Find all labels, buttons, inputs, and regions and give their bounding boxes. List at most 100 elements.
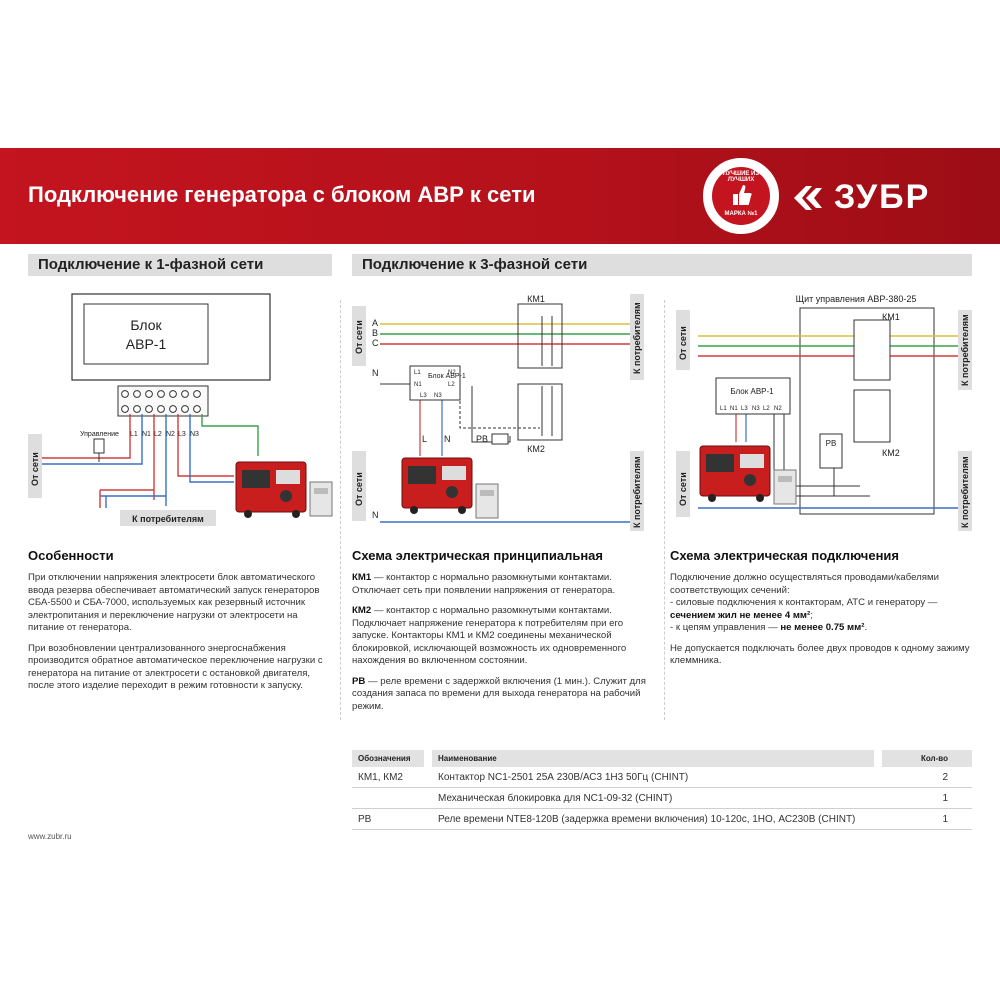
km2-label: КМ2 — [527, 444, 545, 454]
gen-l-label: L — [422, 434, 427, 444]
cell-name: Контактор NC1-2501 25А 230В/АС3 1Н3 50Гц… — [432, 767, 874, 788]
connection-line-1: - силовые подключения к контакторам, АТС… — [670, 597, 970, 622]
connection-title: Схема электрическая подключения — [670, 548, 899, 563]
page-title: Подключение генератора с блоком АВР к се… — [28, 182, 536, 207]
header-banner: Подключение генератора с блоком АВР к се… — [0, 148, 1000, 244]
avr-term-l3: L3 — [420, 393, 427, 399]
consumers-label-bottom: К потребителям — [960, 456, 970, 528]
consumers-tab-top — [630, 294, 644, 380]
grid-label: От сети — [30, 452, 40, 486]
connection-intro: Подключение должно осуществляться провод… — [670, 572, 939, 596]
quality-badge: ЛУЧШИЕ ИЗ ЛУЧШИХ МАРКА №1 — [703, 158, 779, 234]
col-gap — [874, 750, 882, 767]
connection-wires — [698, 335, 958, 509]
consumers-tab — [120, 510, 216, 526]
pb-description: РВ — реле времени с задержкой включения … — [352, 676, 652, 714]
col-quantity: Кол-во — [882, 750, 972, 767]
line-2-emphasis: не менее 0.75 мм² — [780, 622, 865, 633]
panel-frame — [799, 307, 935, 515]
consumers-label: К потребителям — [132, 514, 204, 524]
cell-gap — [424, 787, 432, 809]
generator-icon — [235, 461, 307, 518]
grid-tab-bottom — [352, 451, 366, 521]
avr-term-n2: N2 — [448, 370, 456, 376]
terminal-label-l2: L2 — [154, 431, 162, 438]
col-gap — [424, 750, 432, 767]
cell-name: Механическая блокировка для NC1-09-32 (C… — [432, 787, 874, 809]
principle-wires — [380, 316, 630, 523]
km2-term: КМ2 — [352, 605, 372, 616]
km1-box — [517, 303, 563, 369]
features-paragraph-1: При отключении напряжения электросети бл… — [28, 572, 320, 633]
avr-block-label: Блок АВР-1 — [730, 387, 774, 396]
km1-description: КМ1 — контактор с нормально разомкнутыми… — [352, 572, 652, 597]
avr-term-n3: N3 — [434, 393, 442, 399]
components-table: Обозначения Наименование Кол-во КМ1, КМ2… — [352, 750, 972, 830]
avr-box-icon — [475, 483, 499, 519]
grid-tab-bottom — [676, 451, 690, 517]
grid-label-bottom: От сети — [678, 472, 688, 506]
cell-gap — [874, 767, 882, 788]
km2-label: КМ2 — [882, 448, 900, 458]
line-1-emphasis: сечением жил не менее 4 мм² — [670, 609, 811, 621]
km1-label: КМ1 — [527, 294, 545, 304]
consumers-label-top: К потребителям — [632, 302, 642, 374]
line-1-text: - силовые подключения к контакторам, АТС… — [670, 597, 938, 608]
km1-term: КМ1 — [352, 572, 372, 583]
pb-relay — [819, 433, 843, 469]
km1-text: — контактор с нормально разомкнутыми кон… — [352, 572, 616, 596]
km2-box — [517, 383, 563, 441]
thumbs-up-icon — [733, 185, 752, 205]
consumers-label-top: К потребителям — [960, 314, 970, 386]
km1-box — [853, 319, 891, 381]
terminal-label-l1: L1 — [130, 431, 138, 438]
avr-block — [83, 303, 209, 365]
website-link[interactable]: www.zubr.ru — [28, 832, 72, 841]
avr-block-title-2: АВР-1 — [126, 336, 167, 352]
col-name: Наименование — [432, 750, 874, 767]
pb-coil — [491, 433, 509, 445]
avr-term-l2: L2 — [448, 382, 455, 388]
generator-icon — [401, 457, 473, 514]
terminal-label-n2: N2 — [166, 431, 175, 438]
brand-logo: ЗУБР — [792, 178, 930, 217]
features-paragraph-2: При возобновлении централизованного энер… — [28, 642, 323, 692]
avr-block-label: Блок АВР-1 — [428, 373, 466, 380]
neutral-label-bottom: N — [372, 510, 379, 520]
table-row: КМ1, КМ2 Контактор NC1-2501 25А 230В/АС3… — [352, 767, 972, 788]
km2-text: — контактор с нормально разомкнутыми кон… — [352, 605, 627, 666]
avr-term-l2: L2 — [763, 406, 770, 412]
grid-label-top: От сети — [678, 326, 688, 360]
avr-term-n3: N3 — [752, 406, 760, 412]
connection-line-2: - к цепям управления — не менее 0.75 мм²… — [670, 622, 970, 635]
consumers-tab-bottom — [958, 451, 972, 531]
terminal-label-n1: N1 — [142, 431, 151, 438]
phase-a-label: A — [372, 318, 378, 328]
phase-b-label: B — [372, 328, 378, 338]
badge-seal: ЛУЧШИЕ ИЗ ЛУЧШИХ МАРКА №1 — [712, 167, 770, 225]
single-phase-wires — [28, 414, 259, 508]
avr-block-small — [409, 365, 461, 401]
cell-designation: КМ1, КМ2 — [352, 767, 424, 788]
col-designation: Обозначения — [352, 750, 424, 767]
column-divider-1 — [340, 300, 341, 720]
brand-name: ЗУБР — [834, 178, 931, 216]
avr-term-n1: N1 — [730, 406, 738, 412]
cell-quantity: 2 — [882, 767, 972, 788]
panel-title: Щит управления АВР-380-25 — [796, 294, 917, 304]
badge-bottom-text: МАРКА №1 — [724, 211, 758, 217]
cell-designation: РВ — [352, 808, 424, 830]
cell-gap — [424, 808, 432, 830]
cell-name: Реле времени NTE8-120B (задержка времени… — [432, 808, 874, 830]
gen-n-label: N — [444, 434, 451, 444]
single-phase-diagram: Блок АВР-1 Управление L1 N1 L2 N2 L3 N3 … — [28, 293, 333, 526]
grid-label-bottom: От сети — [354, 472, 364, 506]
badge-top-text: ЛУЧШИЕ ИЗ ЛУЧШИХ — [722, 171, 760, 183]
avr-term-n2: N2 — [774, 406, 782, 412]
terminal-label-l3: L3 — [178, 431, 186, 438]
table-row: РВ Реле времени NTE8-120B (задержка врем… — [352, 808, 972, 830]
neutral-label-top: N — [372, 368, 379, 378]
control-plug — [93, 438, 105, 454]
cell-quantity: 1 — [882, 808, 972, 830]
table-header-row: Обозначения Наименование Кол-во — [352, 750, 972, 767]
